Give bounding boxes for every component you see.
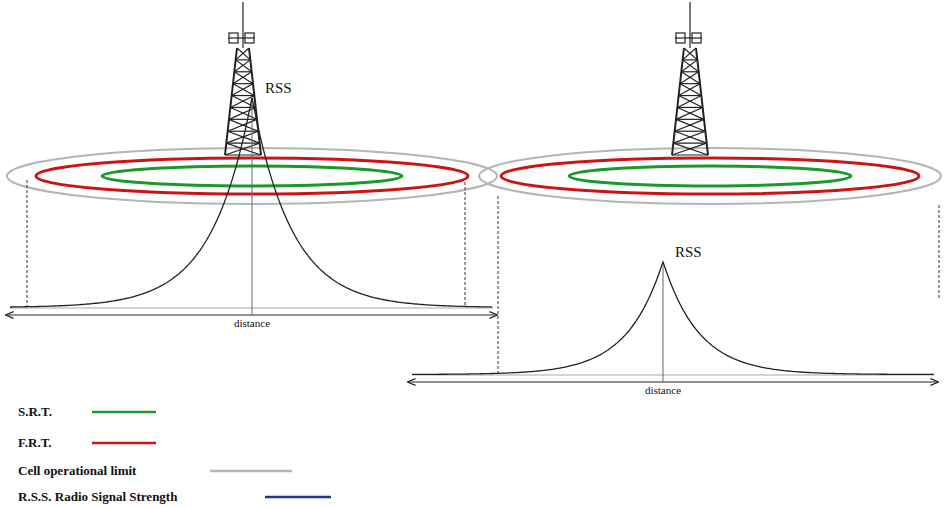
legend-swatch (210, 470, 292, 473)
projection-line (27, 180, 28, 306)
cell-1 (408, 2, 941, 382)
legend-swatch (92, 411, 156, 414)
legend-label: S.R.T. (18, 404, 52, 420)
tower-axis (252, 98, 253, 315)
axis-label: distance (644, 384, 682, 396)
projection-line (465, 182, 466, 306)
legend-swatch (265, 496, 331, 499)
legend-label: R.S.S. Radio Signal Strength (18, 489, 177, 505)
rss-label: RSS (674, 244, 703, 261)
legend-label: F.R.T. (18, 435, 52, 451)
rss-label: RSS (264, 80, 293, 97)
baseline (412, 375, 934, 376)
tower-axis (663, 262, 664, 382)
antenna-tower (225, 2, 261, 155)
axis-label: distance (233, 317, 271, 329)
legend-swatch (92, 442, 156, 445)
projection-line (498, 196, 499, 306)
projection-line (939, 205, 940, 300)
frt-ring (501, 158, 919, 194)
distance-axis (408, 381, 938, 382)
projection-line (498, 306, 499, 375)
antenna-tower (672, 2, 708, 155)
cell-limit-ring (479, 148, 941, 204)
srt-ring (569, 166, 851, 186)
legend-label: Cell operational limit (18, 463, 136, 479)
rss-curve (10, 98, 492, 308)
cell-0 (6, 2, 498, 315)
rss-curve (412, 262, 934, 374)
